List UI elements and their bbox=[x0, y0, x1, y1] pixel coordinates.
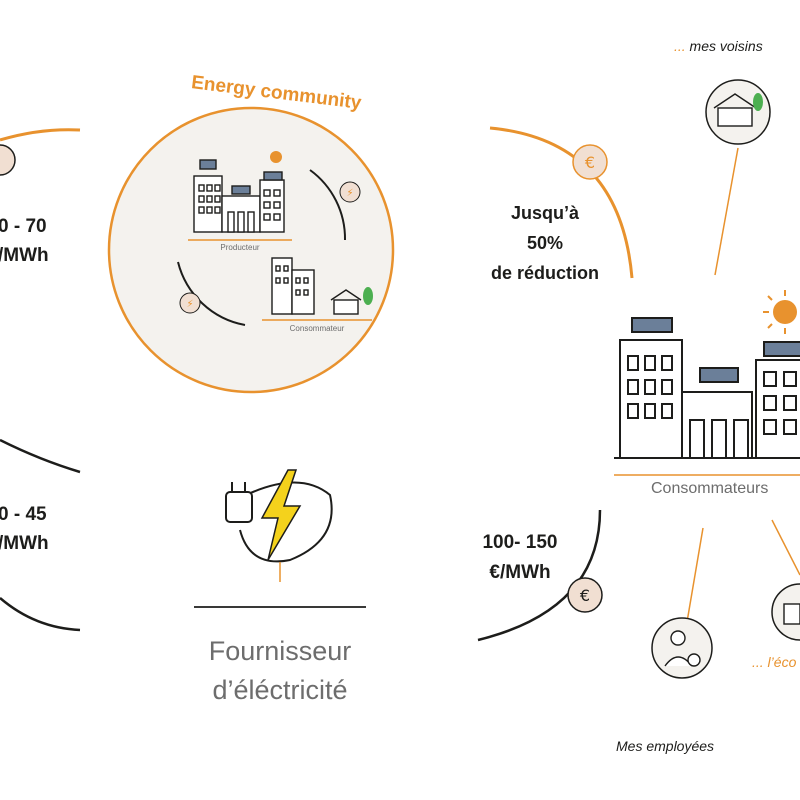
neighbors-house-icon bbox=[705, 79, 771, 145]
employees-label: Mes employées bbox=[616, 738, 715, 754]
svg-text:€: € bbox=[580, 586, 590, 605]
left-top-price-unit: /MWh bbox=[0, 245, 49, 266]
reduction-line2: 50% bbox=[526, 233, 564, 253]
school-icon bbox=[771, 583, 800, 641]
consumers-buildings-icon bbox=[619, 317, 800, 459]
supplier-label: Fournisseur d’éléctricité bbox=[180, 632, 380, 710]
producer-buildings-icon bbox=[193, 159, 285, 233]
reduction-text: Jusqu’à 50% de réduction bbox=[470, 198, 620, 288]
consumers-label: Consommateurs bbox=[651, 480, 769, 497]
svg-text:⚡: ⚡ bbox=[346, 188, 353, 199]
left-top-price: 0 - 70 /MWh bbox=[0, 212, 49, 270]
plug-lightning-icon bbox=[225, 469, 333, 582]
tree-icon bbox=[363, 287, 373, 305]
left-top-price-value: 0 - 70 bbox=[0, 216, 47, 237]
supplier-line2: d’éléctricité bbox=[212, 675, 348, 705]
left-mid-arc bbox=[0, 438, 81, 474]
consumer-label: Consommateur bbox=[289, 324, 345, 333]
euro-reduction-icon: € bbox=[572, 144, 608, 180]
left-bottom-price-value: 0 - 45 bbox=[0, 504, 47, 525]
reduction-line3: de réduction bbox=[490, 263, 599, 283]
left-euro-icon bbox=[0, 144, 16, 176]
euro-supplier-icon: € bbox=[567, 577, 603, 613]
left-bottom-price-unit: /MWh bbox=[0, 533, 49, 554]
school-label: ... l’éco bbox=[752, 654, 796, 670]
sun-icon bbox=[763, 290, 797, 334]
producer-label: Producteur bbox=[220, 243, 260, 252]
neighbors-text: ... mes voisins bbox=[674, 38, 763, 54]
svg-text:⚡: ⚡ bbox=[186, 299, 193, 310]
svg-text:€: € bbox=[585, 153, 595, 172]
school-text: ... l’éco bbox=[752, 654, 797, 670]
neighbors-label: ... mes voisins bbox=[674, 38, 763, 54]
supplier-price-unit: €/MWh bbox=[489, 562, 551, 583]
consumer-buildings-icon bbox=[271, 257, 362, 315]
left-bottom-arc bbox=[0, 597, 81, 632]
employees-icon bbox=[651, 617, 713, 679]
reduction-line1: Jusqu’à bbox=[510, 203, 580, 223]
energy-community-circle: ⚡ ⚡ bbox=[107, 106, 395, 394]
left-top-arc bbox=[0, 128, 81, 142]
supplier-line1: Fournisseur bbox=[208, 636, 352, 666]
left-bottom-price: 0 - 45 /MWh bbox=[0, 500, 49, 558]
sun-small-icon bbox=[270, 151, 282, 163]
supplier-price-value: 100- 150 bbox=[482, 532, 558, 553]
supplier-price: 100- 150 €/MWh bbox=[460, 528, 580, 588]
